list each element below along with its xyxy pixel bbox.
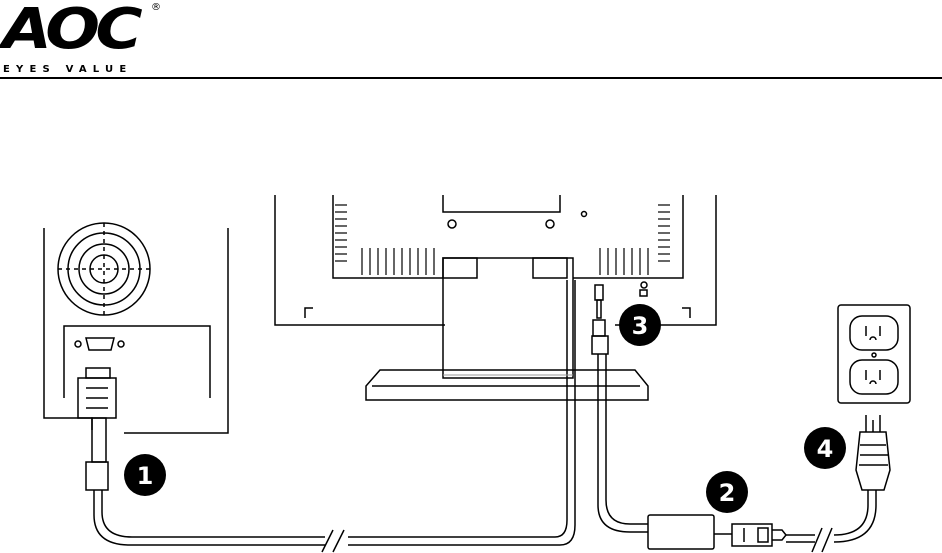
step-4-marker: 4 <box>804 427 846 469</box>
computer-back-panel <box>44 223 228 433</box>
power-adapter <box>648 515 832 552</box>
step-1-marker: 1 <box>124 454 166 496</box>
ac-wall-plug <box>856 415 890 490</box>
vent-slots <box>335 205 670 275</box>
step-3-number: 3 <box>632 312 649 340</box>
ac-cord <box>834 490 868 535</box>
dc-power-jack <box>592 285 608 354</box>
wall-outlet <box>838 305 910 403</box>
fan-grille-icon <box>58 223 150 315</box>
step-2-marker: 2 <box>706 471 748 513</box>
step-4-number: 4 <box>817 435 834 463</box>
vga-port-icon <box>75 338 124 350</box>
step-3-marker: 3 <box>619 304 661 346</box>
step-2-number: 2 <box>719 479 736 507</box>
vga-cable <box>78 280 575 552</box>
monitor-back <box>275 195 716 400</box>
step-1-number: 1 <box>137 462 154 490</box>
